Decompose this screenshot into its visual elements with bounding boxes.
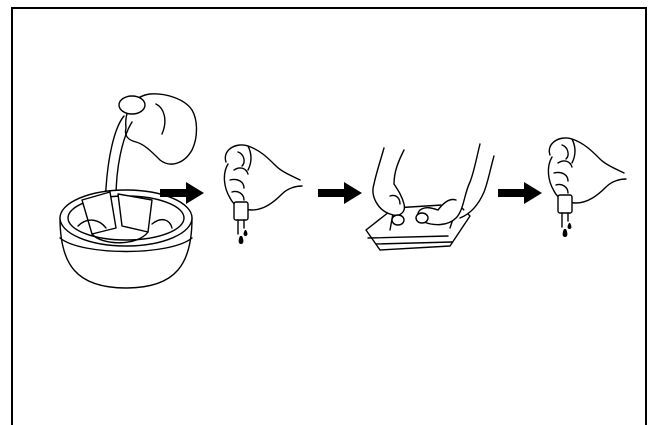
- arrow-step-2-to-3: [318, 182, 362, 204]
- step-fold-cloth: [360, 138, 500, 263]
- hand-wringing-cloth-icon: [536, 133, 626, 248]
- right-arrow-icon: [318, 182, 362, 204]
- hands-folding-cloth-icon: [360, 138, 500, 263]
- hand-wringing-cloth-icon: [212, 140, 302, 255]
- right-arrow-icon: [160, 182, 204, 204]
- step-wring-cloth: [212, 140, 302, 255]
- step-wring-cloth-again: [536, 133, 626, 248]
- arrow-step-1-to-2: [160, 182, 204, 204]
